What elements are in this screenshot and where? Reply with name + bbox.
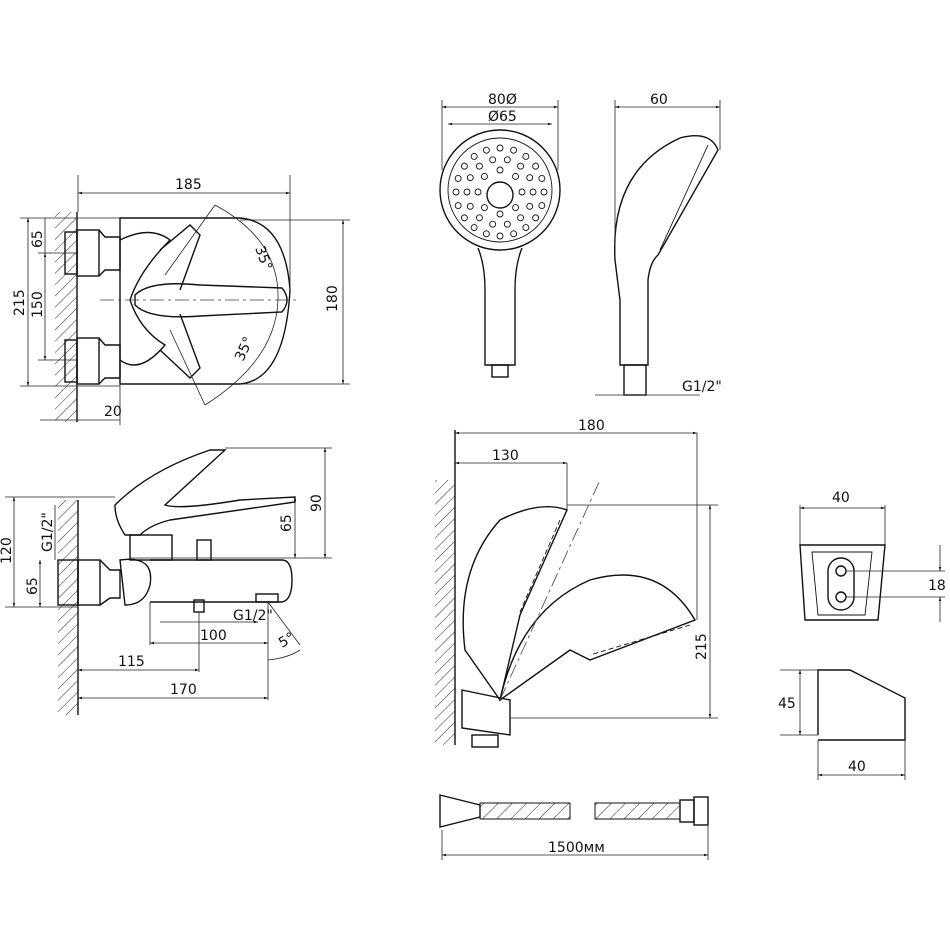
angle-5: 5°: [276, 630, 298, 652]
mixer-side-view: 90 65 120 65 G1/2" G1/2" 100 115 170 5°: [0, 447, 332, 715]
spray-nozzle: [517, 214, 525, 222]
spray-nozzle: [496, 232, 504, 240]
spray-nozzle: [526, 202, 534, 210]
spray-nozzle: [529, 188, 537, 196]
dim-60: 60: [650, 92, 668, 108]
spray-nozzle: [460, 214, 468, 222]
spray-nozzle: [466, 202, 474, 210]
angle-down: 35°: [232, 334, 257, 363]
dim-20: 20: [104, 404, 122, 420]
dim-65: 65: [30, 230, 46, 248]
spray-nozzle: [512, 204, 520, 212]
spray-nozzle: [510, 146, 518, 154]
dim-115: 115: [118, 654, 145, 670]
dim-side-65: 65: [25, 577, 41, 595]
spray-nozzle: [510, 230, 518, 238]
dim-215-height: 215: [694, 633, 710, 660]
spray-nozzle: [496, 210, 504, 218]
spray-nozzle: [538, 174, 546, 182]
spray-nozzle: [482, 230, 490, 238]
dim-185: 185: [175, 177, 202, 193]
spray-nozzle: [460, 162, 468, 170]
dim-170: 170: [170, 682, 197, 698]
spray-nozzle: [517, 162, 525, 170]
thread-outlet: G1/2": [233, 608, 273, 624]
spray-nozzle: [518, 188, 526, 196]
hose: 1500мм: [439, 794, 709, 860]
spray-nozzle: [540, 188, 548, 196]
spray-nozzle: [470, 152, 478, 160]
spray-nozzle: [474, 188, 482, 196]
spray-nozzle: [512, 172, 520, 180]
dim-180: 180: [325, 285, 341, 312]
spray-nozzle: [532, 214, 540, 222]
spray-nozzle: [489, 220, 497, 228]
spray-nozzle: [526, 174, 534, 182]
spray-nozzle: [482, 146, 490, 154]
spray-nozzle: [538, 202, 546, 210]
dim-90: 90: [309, 494, 325, 512]
spray-nozzle: [454, 202, 462, 210]
spray-nozzle: [522, 152, 530, 160]
holder-assembly: 180 130 215: [435, 418, 718, 748]
dim-40-side: 40: [848, 759, 866, 775]
thread-inlet: G1/2": [40, 512, 56, 552]
spray-nozzle: [452, 188, 460, 196]
spray-nozzle: [496, 166, 504, 174]
dim-120: 120: [0, 537, 15, 564]
spray-nozzle: [454, 174, 462, 182]
dim-1500: 1500мм: [548, 840, 605, 856]
dim-65-face: Ø65: [488, 109, 517, 125]
spray-nozzle: [466, 174, 474, 182]
dim-100: 100: [200, 628, 227, 644]
spray-nozzle: [480, 204, 488, 212]
mixer-front-view: 185 180 215 150 65 20 35° 35°: [12, 175, 350, 425]
hand-shower-front: 80Ø Ø65: [439, 92, 561, 378]
spray-nozzle: [522, 224, 530, 232]
dim-40-front: 40: [832, 490, 850, 506]
thread-shower: G1/2": [682, 379, 722, 395]
spray-nozzle: [463, 188, 471, 196]
spray-nozzle: [503, 156, 511, 164]
hand-shower-side: 60 G1/2": [595, 92, 722, 396]
spray-nozzle: [489, 156, 497, 164]
dim-150: 150: [30, 291, 46, 318]
dim-215: 215: [12, 289, 28, 316]
spray-nozzle: [503, 220, 511, 228]
dim-18: 18: [928, 578, 946, 594]
spray-nozzle: [532, 162, 540, 170]
dim-130: 130: [492, 448, 519, 464]
spray-nozzle: [475, 162, 483, 170]
angle-up: 35°: [251, 244, 275, 273]
spray-nozzle: [496, 144, 504, 152]
dim-180-reach: 180: [578, 418, 605, 434]
spray-nozzle: [470, 224, 478, 232]
spray-nozzle: [480, 172, 488, 180]
dim-80: 80Ø: [488, 92, 517, 108]
dim-lever-65: 65: [279, 514, 295, 532]
bracket: 40 18 45 40: [778, 490, 946, 780]
spray-nozzle: [475, 214, 483, 222]
dim-45: 45: [778, 696, 796, 712]
